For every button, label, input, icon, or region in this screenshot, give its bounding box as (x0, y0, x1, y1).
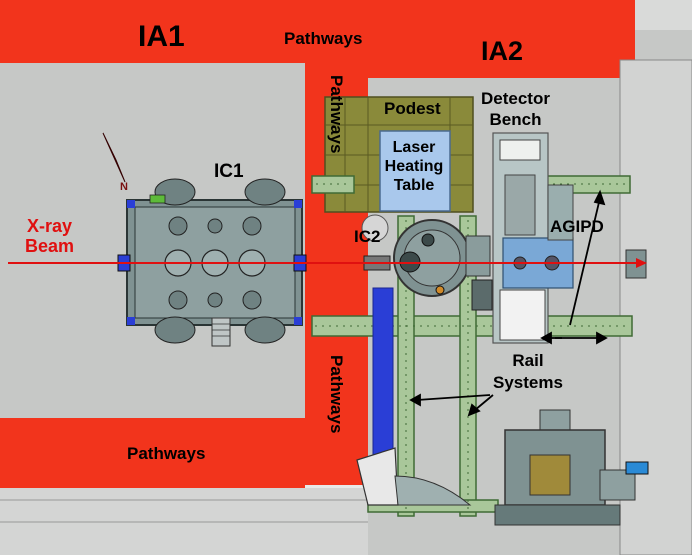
laser-line-1: Laser (392, 139, 436, 156)
laser-heating-table (379, 130, 451, 212)
rail-systems-label: Rail Systems (493, 350, 563, 394)
detector-bench-label: Detector Bench (481, 88, 550, 130)
ic2-label: IC2 (354, 227, 381, 246)
xray-beam (8, 258, 647, 268)
rail-line-1: Rail (512, 351, 544, 370)
pathways-top-label: Pathways (284, 29, 363, 48)
rail-pointer-arrows (409, 189, 608, 417)
detector-bench-line-1: Detector (481, 89, 550, 108)
bottom-equipment (356, 409, 649, 526)
xray-beam-label: X-ray Beam (25, 216, 74, 256)
rail-vertical-left (397, 215, 415, 517)
north-arrow-icon (102, 132, 126, 183)
agipd-label: AGIPD (550, 217, 604, 236)
laser-heating-table-label: Laser Heating Table (380, 138, 448, 195)
xray-line-1: X-ray (27, 216, 73, 236)
north-label: N (120, 181, 128, 193)
ia2-label: IA2 (481, 36, 524, 66)
corner-block (635, 0, 692, 30)
laser-line-3: Table (393, 177, 435, 194)
rail-line-2: Systems (493, 373, 563, 392)
ic2-chamber (361, 214, 493, 311)
ia1-label: IA1 (138, 20, 185, 53)
detector-bench-line-2: Bench (489, 110, 542, 129)
pathways-vertical-lower-label: Pathways (327, 355, 346, 434)
rail-dots (315, 183, 628, 512)
pathways-bottom-label: Pathways (127, 444, 206, 463)
pathways-vertical-upper-label: Pathways (327, 75, 346, 154)
podest-label: Podest (384, 99, 441, 118)
rail-upper-left (311, 175, 355, 194)
xray-line-2: Beam (25, 236, 75, 256)
ic1-label: IC1 (214, 161, 244, 182)
laser-line-2: Heating (384, 158, 444, 175)
pathway-bottom (0, 418, 305, 488)
pathway-top (0, 0, 635, 170)
